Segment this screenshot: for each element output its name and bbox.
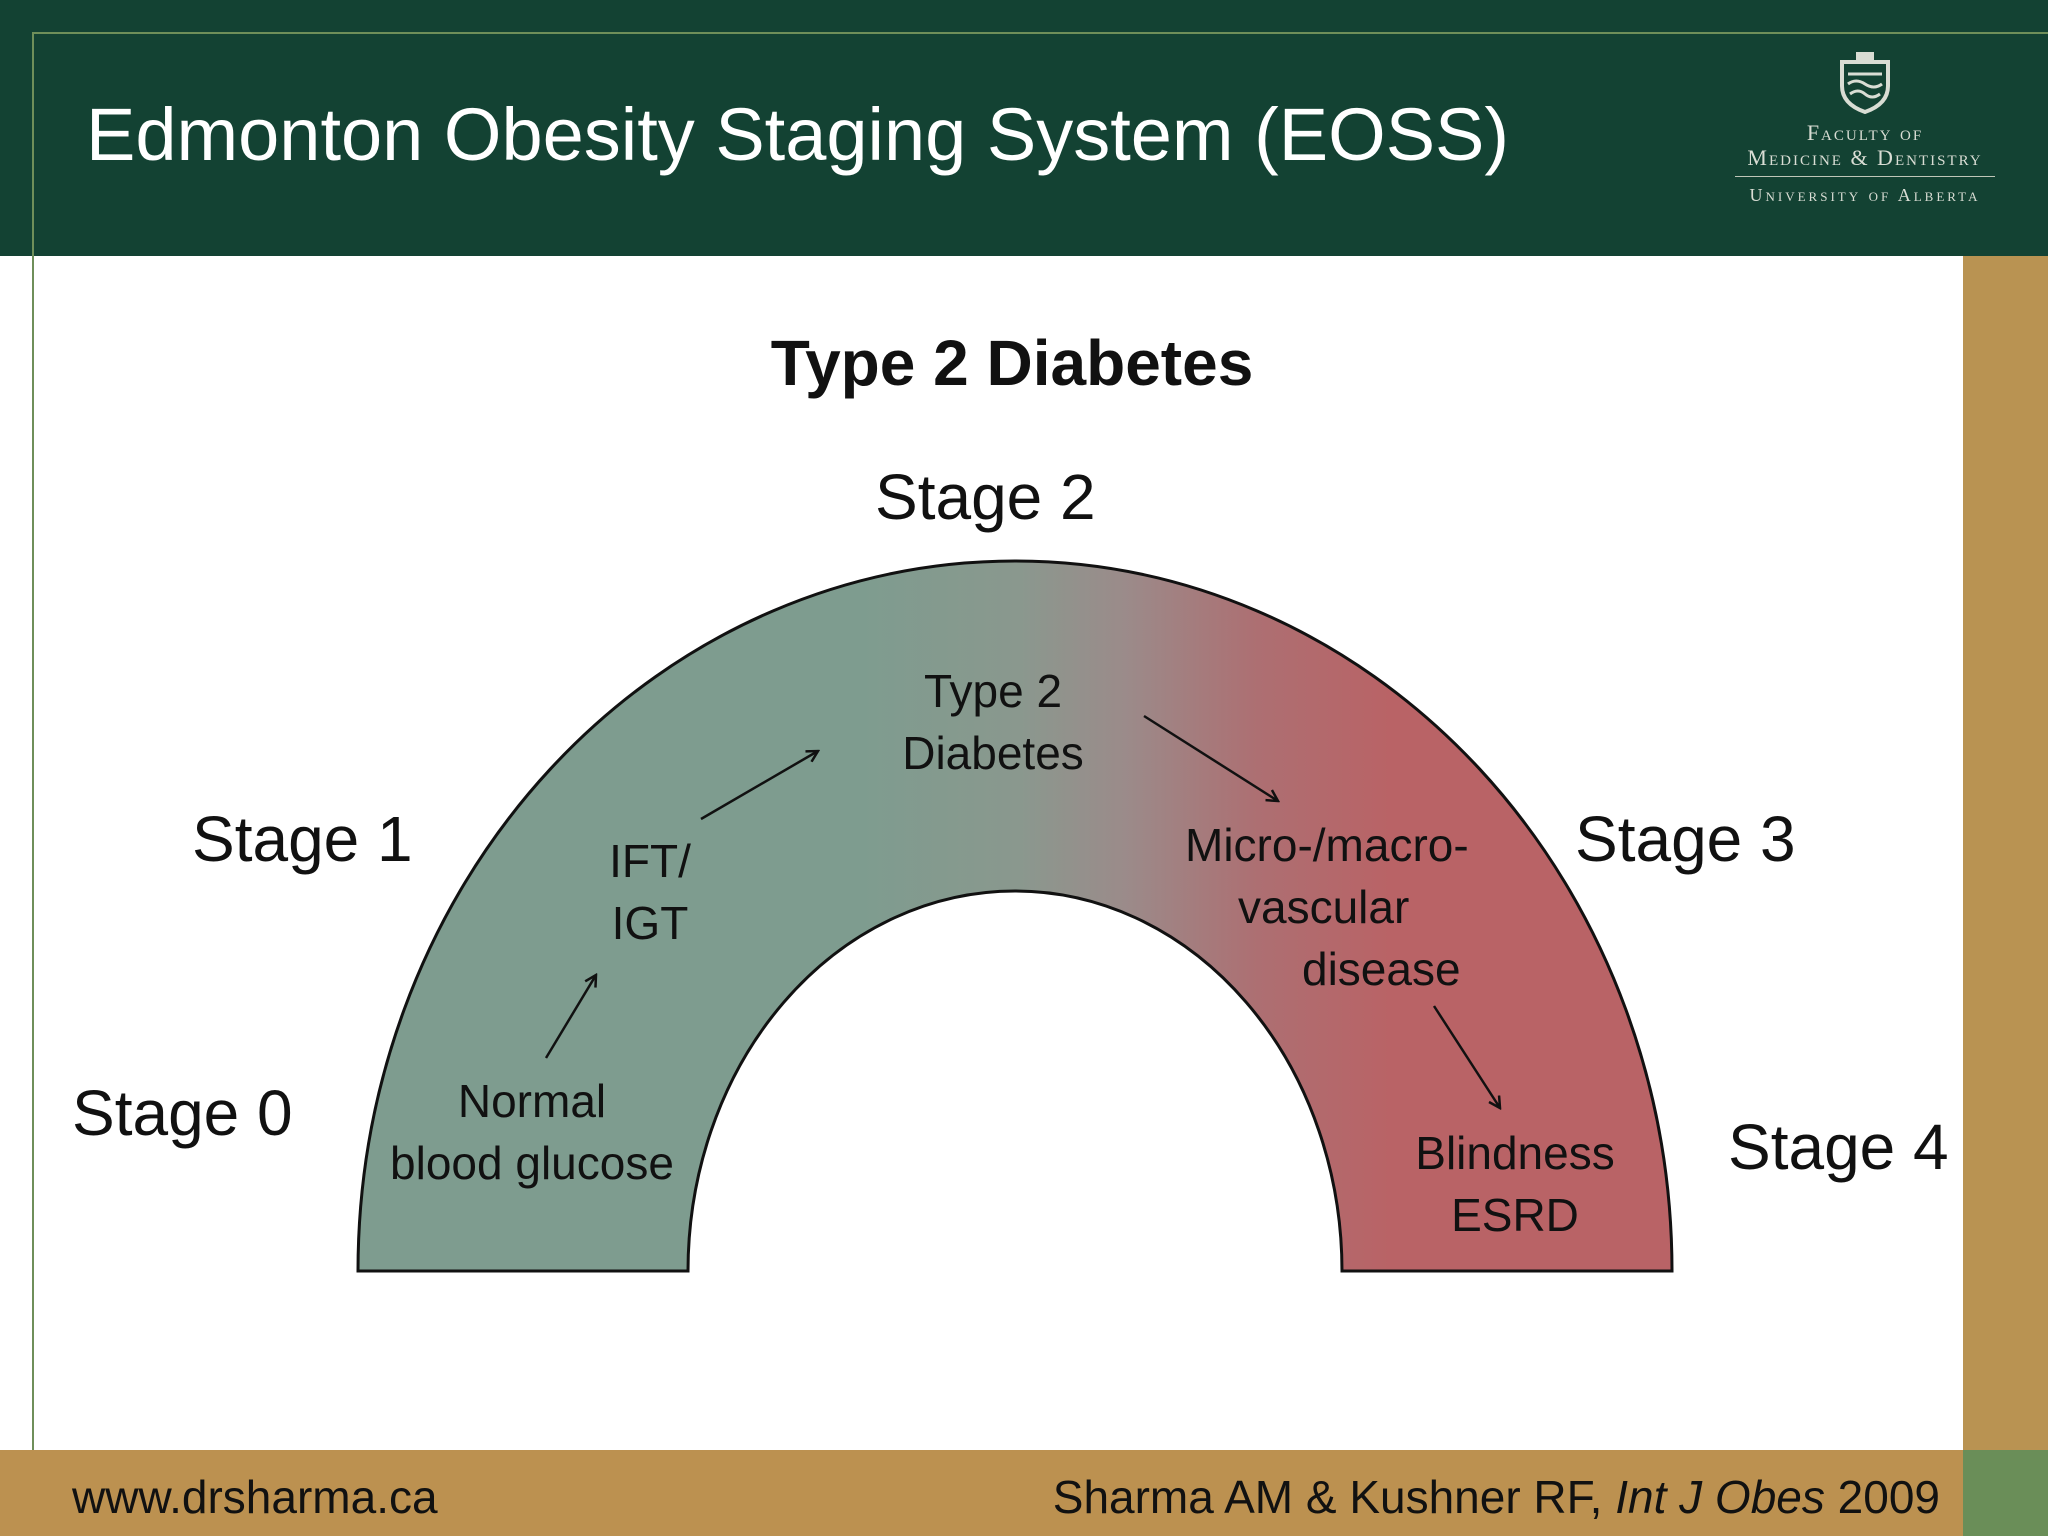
arrow-normal-to-ift bbox=[544, 975, 596, 1059]
stage-2-label: Stage 2 bbox=[875, 461, 1096, 533]
crest-icon bbox=[1840, 52, 1890, 114]
arrow-t2d-to-vascular bbox=[1143, 714, 1278, 801]
label-blindness-esrd: Blindness ESRD bbox=[1415, 1127, 1615, 1241]
label-vascular-disease: Micro-/macro- vascular disease bbox=[1185, 819, 1469, 995]
faculty-logo: Faculty of Medicine & Dentistry Universi… bbox=[1720, 50, 2010, 230]
label-type2-diabetes: Type 2 Diabetes bbox=[902, 665, 1084, 779]
stage-1-label: Stage 1 bbox=[192, 803, 413, 875]
diagram-title: Type 2 Diabetes bbox=[770, 327, 1254, 399]
website-link[interactable]: www.drsharma.ca bbox=[72, 1471, 438, 1523]
logo-line-medicine: Medicine & Dentistry bbox=[1747, 145, 1983, 170]
footer-bar bbox=[0, 1450, 2048, 1536]
right-gold-bar bbox=[1963, 256, 2048, 1450]
left-rule bbox=[32, 32, 34, 1536]
stage-3-label: Stage 3 bbox=[1575, 803, 1796, 875]
arrow-vascular-to-blindness bbox=[1432, 1005, 1500, 1108]
arrow-ift-to-t2d bbox=[700, 751, 818, 821]
header-bar bbox=[0, 0, 2048, 256]
citation: Sharma AM & Kushner RF, Int J Obes 2009 bbox=[1052, 1471, 1940, 1523]
header-rule bbox=[32, 32, 2048, 34]
stage-0-label: Stage 0 bbox=[72, 1077, 293, 1149]
label-ift-igt: IFT/ IGT bbox=[609, 835, 691, 949]
label-normal-blood-glucose: Normal blood glucose bbox=[390, 1075, 674, 1189]
footer-corner-block bbox=[1963, 1450, 2048, 1536]
slide-title: Edmonton Obesity Staging System (EOSS) bbox=[86, 93, 1510, 176]
staging-arc bbox=[356, 559, 1674, 1273]
logo-line-university: University of Alberta bbox=[1749, 185, 1981, 205]
stage-4-label: Stage 4 bbox=[1728, 1111, 1949, 1183]
logo-line-faculty: Faculty of bbox=[1806, 120, 1924, 145]
logo-separator bbox=[1735, 176, 1995, 177]
